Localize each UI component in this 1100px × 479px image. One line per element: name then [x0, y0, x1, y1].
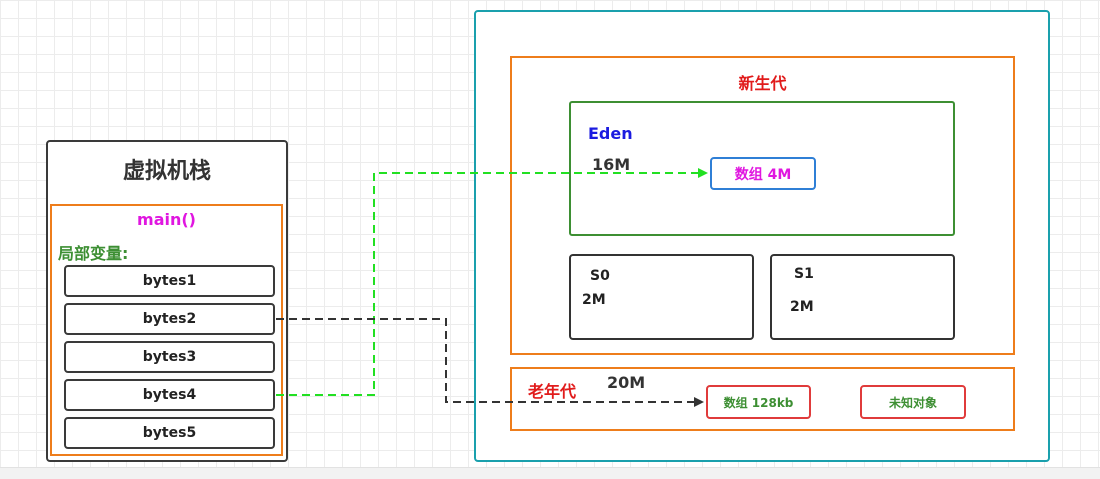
survivor-s0-size: 2M — [582, 292, 606, 308]
old-generation-title: 老年代 — [528, 382, 577, 401]
canvas-bottom-strip — [0, 467, 1100, 479]
unknown-object: 未知对象 — [860, 385, 966, 419]
survivor-s1-box — [770, 254, 955, 340]
arrow-bytes4-to-array-4m — [276, 168, 708, 396]
array-4m-object: 数组 4M — [710, 157, 816, 190]
variable-box-bytes3: bytes3 — [64, 341, 275, 373]
survivor-s1-label: S1 — [794, 266, 814, 282]
survivor-s1-size: 2M — [790, 299, 814, 315]
variable-box-bytes5: bytes5 — [64, 417, 275, 449]
survivor-s0-label: S0 — [590, 268, 610, 284]
vm-stack-title: 虚拟机栈 — [122, 159, 211, 184]
arrow-bytes2-to-array-128kb — [276, 318, 704, 407]
array-128kb-object: 数组 128kb — [706, 385, 811, 419]
variable-box-bytes4: bytes4 — [64, 379, 275, 411]
eden-label: Eden — [588, 124, 633, 143]
eden-size: 16M — [592, 155, 631, 174]
variable-box-bytes1: bytes1 — [64, 265, 275, 297]
local-variables-label: 局部变量: — [58, 244, 129, 263]
variable-box-bytes2: bytes2 — [64, 303, 275, 335]
stack-frame-title: main() — [137, 210, 196, 229]
survivor-s0-box — [569, 254, 754, 340]
young-generation-title: 新生代 — [738, 74, 787, 93]
old-generation-size: 20M — [607, 373, 646, 392]
